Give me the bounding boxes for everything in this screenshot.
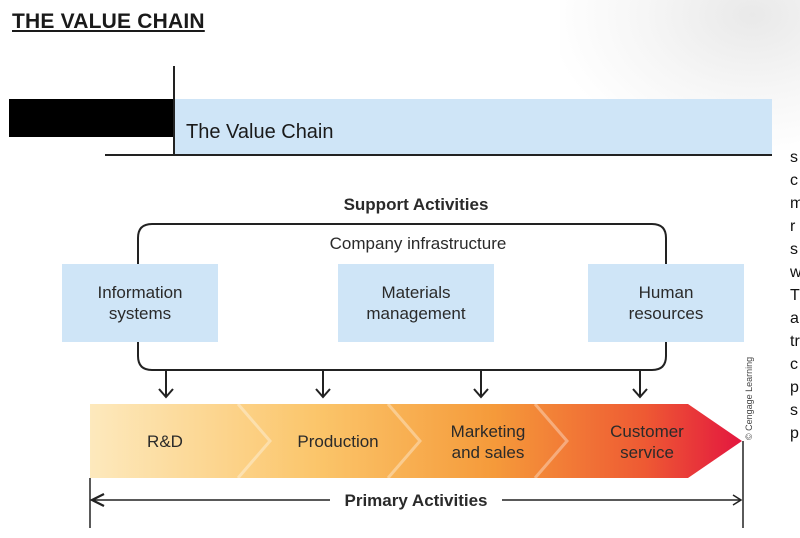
cropped-text-fragment: T (790, 287, 800, 304)
cropped-text-fragment: p (790, 425, 799, 442)
primary-stage-label: Production (297, 432, 379, 451)
primary-chain-arrow (90, 404, 742, 478)
cropped-text-fragment: s (790, 149, 798, 166)
support-box-label: Information systems (97, 283, 183, 323)
support-bracket-bottom (137, 342, 667, 371)
cropped-text-fragment: a (790, 310, 799, 327)
image-credit: © Cengage Learning (744, 356, 754, 440)
figure-header-divider (173, 66, 175, 155)
company-infrastructure-label: Company infrastructure (290, 233, 546, 254)
support-bracket-top (137, 223, 667, 264)
primary-stage-label: R&D (147, 432, 183, 451)
primary-activities-label: Primary Activities (330, 490, 502, 511)
cropped-text-fragment: r (790, 218, 796, 235)
cropped-text-fragment: m (790, 195, 800, 212)
cropped-text-fragment: c (790, 172, 798, 189)
page-title: THE VALUE CHAIN (12, 10, 205, 33)
cropped-text-fragment: s (790, 402, 798, 419)
chevron-separators (236, 403, 569, 479)
support-box-label: Materials management (366, 283, 466, 323)
primary-stage-label: Customer service (610, 422, 684, 462)
support-activities-label: Support Activities (343, 195, 489, 214)
figure-title: The Value Chain (186, 121, 334, 143)
primary-bracket-right-head (732, 494, 743, 506)
figure-label-block (9, 99, 173, 137)
support-box-information-systems (62, 264, 218, 342)
down-arrows (158, 370, 648, 399)
support-box-materials-management (338, 264, 494, 342)
cropped-text-fragment: tr (790, 333, 800, 350)
cropped-text-fragment: w (790, 264, 800, 281)
cropped-text-fragment: p (790, 379, 799, 396)
cropped-text-fragment: c (790, 356, 798, 373)
support-box-label: Human resources (628, 283, 704, 323)
figure-header-rule (105, 154, 772, 156)
cropped-text-fragment: s (790, 241, 798, 258)
primary-stage-label: Marketing and sales (450, 422, 526, 462)
support-box-human-resources (588, 264, 744, 342)
figure-header-band (175, 99, 772, 154)
